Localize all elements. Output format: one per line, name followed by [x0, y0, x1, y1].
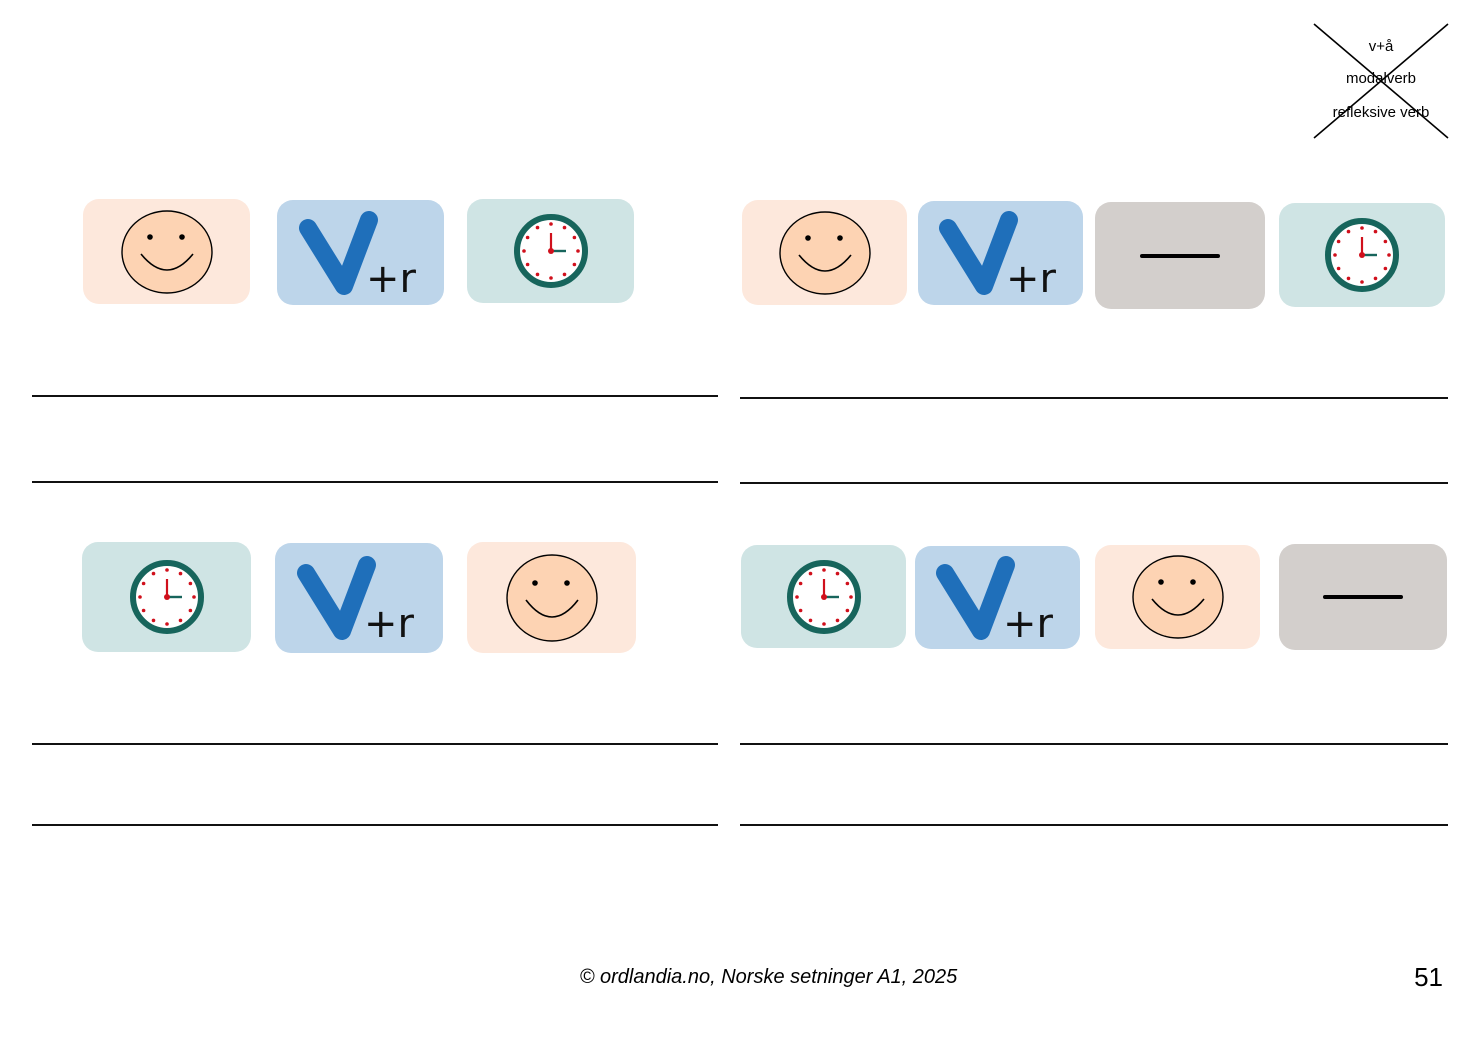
smile-icon	[778, 210, 871, 295]
writing-line[interactable]	[740, 824, 1448, 826]
clock-card	[467, 199, 634, 303]
negation-icon	[1323, 595, 1403, 599]
page-number: 51	[1414, 962, 1443, 992]
verb-plus-label: +r	[1006, 256, 1057, 298]
negation-icon	[1140, 253, 1220, 258]
writing-line[interactable]	[740, 397, 1448, 399]
writing-line[interactable]	[32, 481, 718, 483]
verb-card: +r	[277, 200, 444, 305]
clock-icon	[786, 559, 861, 634]
crossed-item-v-aa: v+å	[1368, 38, 1394, 55]
verb-plus-label: +r	[366, 256, 417, 298]
verb-card: +r	[915, 546, 1080, 649]
crossed-out-category-box: v+å modalverb refleksive verb	[1312, 22, 1450, 140]
clock-icon	[129, 560, 204, 634]
clock-icon	[1325, 218, 1399, 292]
clock-card	[741, 545, 906, 648]
smile-card	[83, 199, 250, 304]
smile-icon	[1131, 555, 1224, 639]
footer-copyright: © ordlandia.no, Norske setninger A1, 202…	[579, 966, 958, 988]
negation-card	[1279, 544, 1447, 650]
verb-plus-label: +r	[364, 601, 415, 643]
writing-line[interactable]	[740, 482, 1448, 484]
smile-card	[742, 200, 907, 305]
crossed-item-modalverb: modalverb	[1345, 70, 1417, 87]
clock-card	[1279, 203, 1445, 307]
smile-icon	[120, 209, 213, 294]
clock-icon	[513, 214, 588, 288]
verb-plus-label: +r	[1003, 601, 1054, 643]
verb-card: +r	[918, 201, 1083, 305]
verb-v-icon: +r	[935, 555, 1054, 643]
crossed-item-refleksive-verb: refleksive verb	[1332, 104, 1430, 121]
smile-card	[467, 542, 636, 653]
cross-icon	[1313, 23, 1449, 139]
verb-v-icon: +r	[298, 210, 417, 298]
clock-card	[82, 542, 251, 652]
negation-card	[1095, 202, 1265, 309]
writing-line[interactable]	[32, 395, 718, 397]
verb-v-icon: +r	[297, 556, 415, 643]
smile-card	[1095, 545, 1260, 649]
writing-line[interactable]	[32, 743, 718, 745]
verb-card: +r	[275, 543, 443, 653]
smile-icon	[505, 553, 598, 642]
verb-v-icon: +r	[938, 211, 1057, 298]
writing-line[interactable]	[740, 743, 1448, 745]
writing-line[interactable]	[32, 824, 718, 826]
